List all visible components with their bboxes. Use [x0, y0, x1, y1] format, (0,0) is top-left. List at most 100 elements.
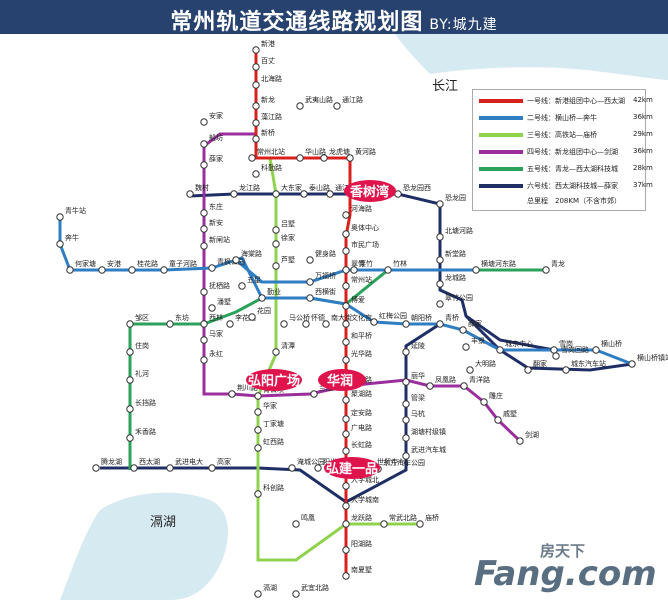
legend-line-name: 五号线：青龙—西太湖科技城 — [527, 165, 618, 173]
station-label: 礼河 — [135, 369, 149, 378]
station-marker — [130, 464, 138, 472]
station-label: 大学城北 — [351, 475, 379, 484]
station-marker — [126, 348, 134, 356]
station-label: 徐家 — [281, 233, 295, 242]
hub-hongyang-plaza: 弘阳广场 — [246, 369, 302, 391]
station-marker — [550, 346, 558, 354]
station-marker — [480, 398, 488, 406]
station-marker — [436, 280, 444, 288]
station-label: 奥体中心 — [351, 223, 379, 232]
legend-line-name: 二号线：横山桥—奔牛 — [527, 114, 597, 122]
station-marker — [254, 590, 262, 598]
legend-line-length: 28km — [633, 164, 653, 172]
station-label: 武进电大 — [175, 457, 203, 466]
station-label: 东方汽车公园 — [383, 458, 425, 467]
station-label: 新港 — [261, 39, 275, 48]
station-marker — [402, 434, 410, 442]
station-marker — [342, 356, 350, 364]
station-marker — [200, 356, 208, 364]
station-label: 翠竹 — [351, 259, 365, 268]
station-marker — [402, 416, 410, 424]
station-marker — [128, 266, 136, 274]
station-label: 西林 — [209, 313, 223, 322]
station-label: 横塘河东路 — [481, 259, 516, 268]
station-label: 广电路 — [351, 423, 372, 432]
station-marker — [342, 482, 350, 490]
station-label: 丽华 — [411, 371, 425, 380]
watermark-logo: Fang.com — [474, 554, 657, 594]
station-marker — [306, 294, 314, 302]
station-marker — [200, 336, 208, 344]
station-marker — [562, 366, 570, 374]
legend-line-length: 37km — [633, 181, 653, 189]
station-label: 海棠路 — [241, 249, 262, 258]
hub-label: 华润 — [327, 373, 353, 389]
hub-label: 弘建一品 — [326, 461, 378, 477]
station-marker — [200, 242, 208, 250]
station-label: 常州站 — [351, 275, 372, 284]
station-marker — [402, 400, 410, 408]
station-marker — [200, 320, 208, 328]
station-marker — [248, 313, 256, 321]
station-label: 恐龙园西 — [403, 183, 431, 192]
legend-line-length: 36km — [633, 113, 653, 121]
yangtze-river — [395, 34, 668, 80]
station-label: 武夷山路 — [305, 95, 333, 104]
station-label: 城东汽车站 — [571, 359, 606, 368]
station-label: 桂花路 — [137, 259, 158, 268]
line-3 — [256, 157, 420, 562]
station-marker — [342, 282, 350, 290]
station-marker — [200, 225, 208, 233]
station-label: 滆湖 — [263, 583, 277, 592]
station-marker — [370, 318, 378, 326]
hub-xiangshuwan: 香树湾 — [344, 180, 396, 202]
station-marker — [166, 464, 174, 472]
station-label: 马家 — [209, 329, 223, 338]
legend-line-length: 42km — [633, 96, 653, 104]
station-label: 恐龙园 — [445, 193, 466, 202]
station-label: 定安路 — [351, 408, 372, 417]
station-marker — [542, 266, 550, 274]
station-label: 泰山路 — [309, 183, 330, 192]
station-layer: 新港百丈北海路新龙藻江路新桥常州北站科勤路武夷山路通江路华山路龙虎塘黄河路安家船… — [56, 39, 668, 598]
station-label: 新闸站 — [209, 235, 230, 244]
station-label: 朝阳桥 — [411, 313, 432, 322]
station-label: 西横街 — [315, 287, 336, 296]
legend-swatch — [479, 99, 523, 103]
station-marker — [436, 200, 444, 208]
station-marker — [416, 520, 424, 528]
station-label: 红梅公园 — [379, 311, 407, 320]
station-label: 横山桥镇站 — [637, 353, 668, 362]
station-label: 勤业 — [267, 287, 281, 296]
station-label: 百丈 — [261, 56, 275, 65]
hub-hongjian-yipin: 弘建一品 — [324, 457, 380, 479]
station-marker — [342, 247, 350, 255]
station-label: 荆川路 — [237, 383, 258, 392]
legend-total: 总里程 208KM（不含市郊） — [527, 197, 621, 205]
station-marker — [402, 348, 410, 356]
station-marker — [272, 348, 280, 356]
station-label: 光华路 — [351, 349, 372, 358]
station-label: 竹林 — [393, 259, 407, 268]
station-marker — [466, 366, 474, 374]
station-marker — [342, 211, 350, 219]
station-marker — [306, 256, 314, 264]
legend-line-length: 36km — [633, 147, 653, 155]
ge-lake — [60, 492, 229, 600]
station-label: 李花路 — [235, 313, 256, 322]
station-marker — [56, 213, 64, 221]
station-marker — [496, 346, 504, 354]
station-marker — [166, 320, 174, 328]
station-label: 和平桥 — [351, 331, 372, 340]
hub-huarun: 华润 — [318, 369, 366, 391]
station-marker — [342, 415, 350, 423]
station-marker — [342, 338, 350, 346]
station-marker — [342, 230, 350, 238]
station-marker — [126, 376, 134, 384]
legend-swatch — [479, 184, 523, 188]
station-label: 延陵 — [411, 341, 425, 350]
line-4 — [202, 132, 259, 398]
station-marker — [342, 430, 350, 438]
station-label: 清潭 — [281, 341, 295, 350]
station-marker — [98, 266, 106, 274]
